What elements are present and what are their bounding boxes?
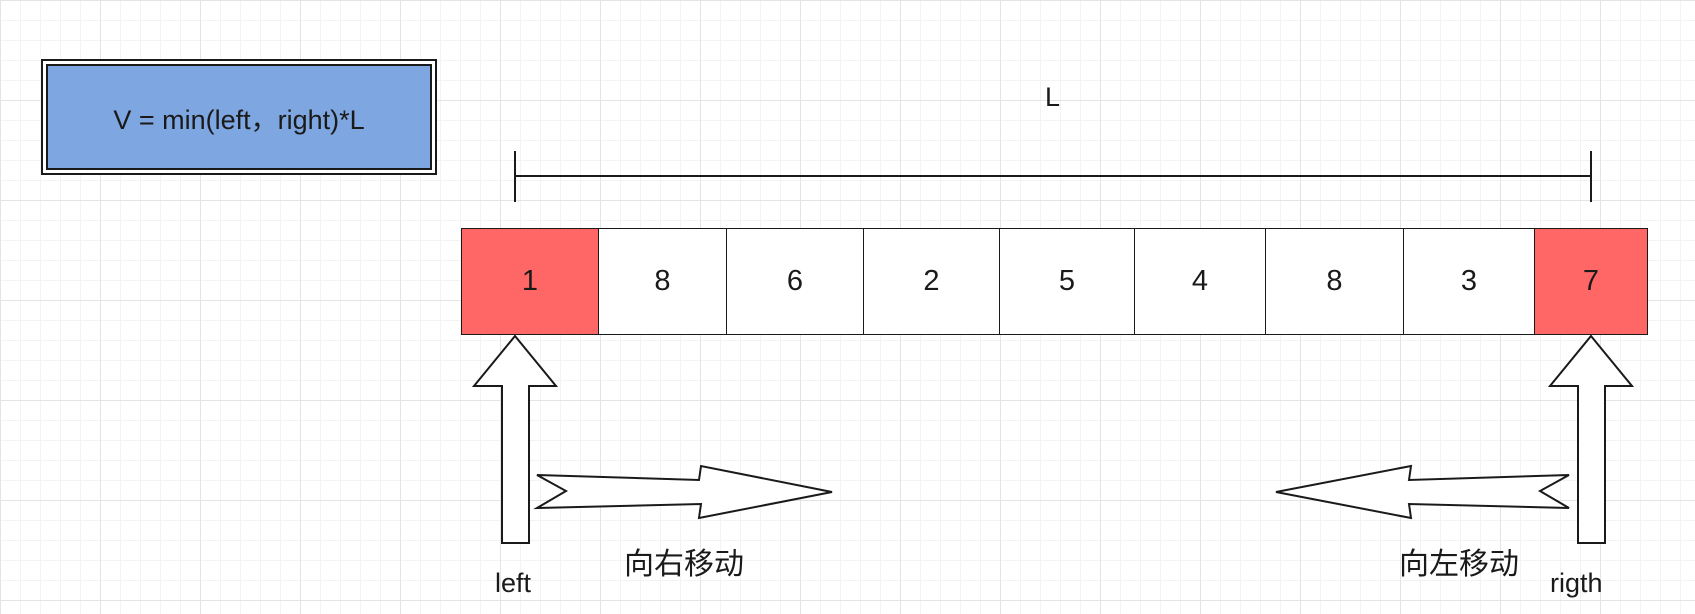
- cell-value: 1: [521, 265, 539, 297]
- array-cell: 5: [999, 228, 1135, 335]
- array-cell: 8: [597, 228, 728, 335]
- cell-value: 4: [1191, 265, 1209, 297]
- move-left-label: 向左移动: [1399, 548, 1519, 581]
- length-label: L: [1045, 82, 1061, 112]
- array-cell: 7: [1534, 228, 1648, 335]
- cell-value: 5: [1058, 265, 1076, 297]
- left-pointer-label: left: [495, 568, 532, 598]
- cell-value: 6: [786, 265, 804, 297]
- cell-value: 7: [1582, 265, 1600, 297]
- right-pointer-label: rigth: [1550, 568, 1603, 598]
- right-pointer-arrow: [1547, 334, 1635, 544]
- move-right-arrow: [533, 464, 833, 520]
- array-cell: 1: [461, 228, 599, 335]
- array-cell: 8: [1265, 228, 1404, 335]
- cell-value: 3: [1460, 265, 1478, 297]
- cell-value: 2: [923, 265, 940, 297]
- length-dimension-line: [514, 151, 1592, 202]
- cell-value: 8: [1326, 265, 1343, 297]
- formula-box: V = min(left，right)*L: [41, 59, 437, 175]
- array-cell: 3: [1402, 228, 1536, 335]
- array-row: 1 8 6 2 5 4 8 3 7: [461, 228, 1648, 335]
- cell-value: 8: [654, 265, 671, 297]
- array-cell: 6: [726, 228, 864, 335]
- move-right-label: 向右移动: [624, 548, 744, 581]
- formula-text: V = min(left，right)*L: [46, 64, 432, 170]
- array-cell: 2: [862, 228, 1001, 335]
- move-left-arrow: [1275, 464, 1570, 520]
- array-cell: 4: [1133, 228, 1267, 335]
- left-pointer-arrow: [471, 334, 559, 544]
